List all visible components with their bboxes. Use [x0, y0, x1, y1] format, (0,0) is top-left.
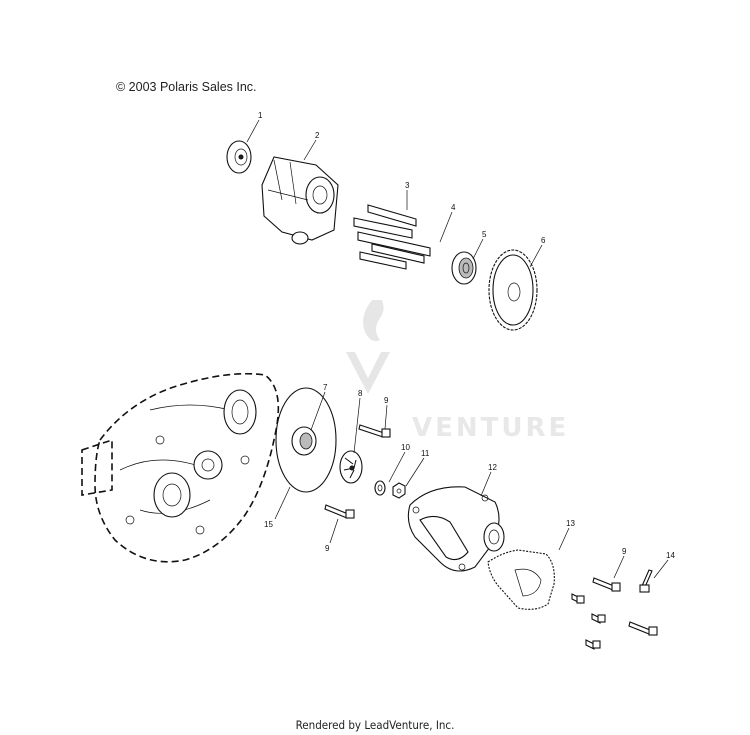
part-2-pump-housing [261, 156, 339, 245]
callout-5: 5 [482, 230, 487, 239]
callout-4: 4 [451, 203, 456, 212]
callout-3: 3 [405, 181, 410, 190]
part-3-4-shafts [353, 204, 431, 270]
callout-1: 1 [258, 111, 263, 120]
watermark-text: VENTURE [412, 413, 569, 443]
callout-7: 7 [323, 383, 328, 392]
part-11-nut [392, 482, 406, 499]
part-13-gasket [487, 549, 555, 610]
part-14-bolt [639, 569, 653, 593]
callout-13: 13 [566, 519, 575, 528]
copyright-text: © 2003 Polaris Sales Inc. [116, 80, 257, 94]
part-6-driven-gear [488, 249, 538, 331]
part-1-rotor [226, 140, 252, 174]
part-9-bolts [324, 424, 658, 650]
callout-2: 2 [315, 131, 320, 140]
callout-labels: 1 2 3 4 5 6 7 8 9 10 11 12 13 9 14 15 9 [258, 111, 675, 560]
callout-6: 6 [541, 236, 546, 245]
callout-9b: 9 [622, 547, 627, 556]
part-8-impeller [339, 450, 363, 484]
callout-9: 9 [384, 396, 389, 405]
callout-8: 8 [358, 389, 363, 398]
callout-11: 11 [421, 449, 430, 458]
callout-15: 15 [264, 520, 273, 529]
leader-lines [246, 119, 669, 579]
leadventure-watermark: VENTURE [346, 300, 569, 443]
part-7-seal [291, 426, 317, 456]
callout-12: 12 [488, 463, 497, 472]
rendered-by-footer: Rendered by LeadVenture, Inc. [295, 718, 455, 732]
callout-14: 14 [666, 551, 675, 560]
part-5-bearing [451, 251, 477, 285]
crankcase-reference [81, 372, 280, 563]
part-12-pump-cover [407, 486, 505, 572]
callout-10: 10 [401, 443, 410, 452]
callout-9c: 9 [325, 544, 330, 553]
part-10-washer [374, 480, 386, 496]
